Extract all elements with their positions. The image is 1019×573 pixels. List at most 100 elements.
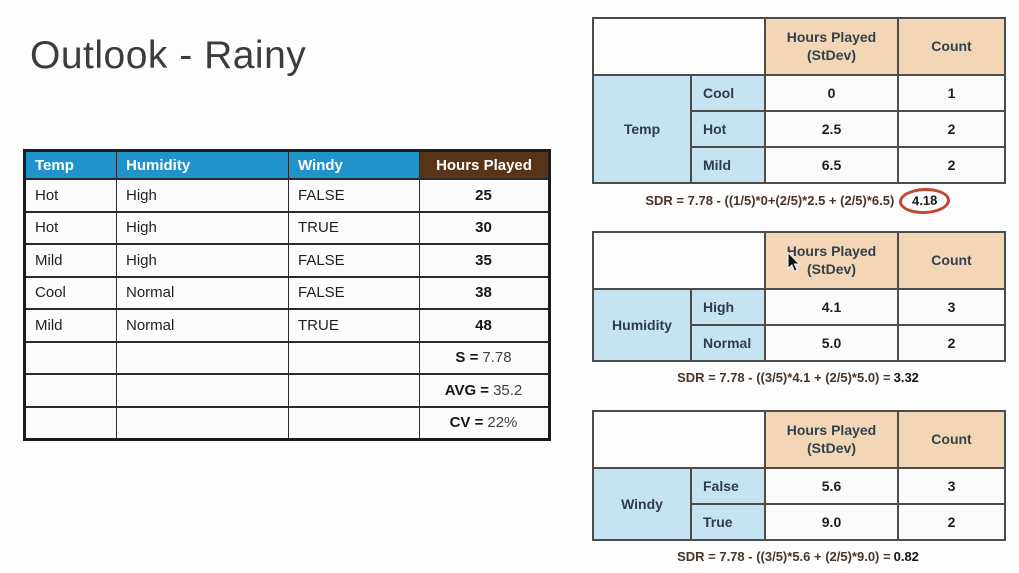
count-value-cell: 2 [897, 110, 1006, 148]
column-header: Temp [24, 149, 117, 180]
summary-cell: S =7.78 [419, 340, 550, 375]
stdev-column-header: Hours Played(StDev) [764, 410, 899, 469]
stdev-column-header: Hours Played(StDev) [764, 231, 899, 290]
table-cell: 48 [419, 308, 550, 343]
group-label-cell: Humidity [592, 288, 692, 362]
count-column-header: Count [897, 410, 1006, 469]
summary-row: CV =22% [24, 405, 550, 441]
sdr-result: 0.82 [893, 549, 919, 564]
breakdown-header-row: Hours Played(StDev)Count [592, 17, 1006, 76]
table-cell: 38 [419, 275, 550, 310]
summary-cell: AVG =35.2 [419, 373, 550, 408]
table-cell: FALSE [288, 243, 420, 278]
table-cell: Hot [24, 178, 117, 213]
count-column-header: Count [897, 231, 1006, 290]
table-cell: FALSE [288, 275, 420, 310]
category-label-cell: True [690, 503, 766, 541]
column-header: Hours Played [419, 149, 550, 180]
count-value-cell: 2 [897, 503, 1006, 541]
table-cell: TRUE [288, 308, 420, 343]
empty-cell [24, 373, 117, 408]
sdr-formula: SDR = 7.78 - ((1/5)*0+(2/5)*2.5 + (2/5)*… [645, 193, 895, 208]
summary-label: S = [455, 349, 479, 367]
stdev-header-line: Hours Played [786, 243, 877, 259]
stdev-header-line: (StDev) [806, 260, 856, 277]
count-value-cell: 2 [897, 324, 1006, 362]
empty-header-cell [592, 17, 766, 76]
empty-cell [116, 340, 289, 375]
table-cell: Mild [24, 243, 117, 278]
stdev-value-cell: 4.1 [764, 288, 899, 326]
summary-value: 35.2 [493, 381, 523, 399]
count-value-cell: 1 [897, 74, 1006, 112]
summary-value: 7.78 [482, 349, 512, 367]
table-cell: 35 [419, 243, 550, 278]
empty-cell [288, 373, 420, 408]
group-label-cell: Temp [592, 74, 692, 184]
empty-cell [24, 405, 117, 441]
stdev-value-cell: 9.0 [764, 503, 899, 541]
table-cell: High [116, 178, 289, 213]
sdr-formula-line: SDR = 7.78 - ((3/5)*5.6 + (2/5)*9.0) =0.… [592, 549, 1004, 564]
table-cell: Hot [24, 210, 117, 245]
table-cell: High [116, 210, 289, 245]
sdr-formula-line: SDR = 7.78 - ((1/5)*0+(2/5)*2.5 + (2/5)*… [592, 187, 1004, 215]
sdr-formula-line: SDR = 7.78 - ((3/5)*4.1 + (2/5)*5.0) =3.… [592, 370, 1004, 385]
empty-cell [116, 405, 289, 441]
category-label-cell: Cool [690, 74, 766, 112]
empty-header-cell [592, 231, 766, 290]
empty-header-cell [592, 410, 766, 469]
category-label-cell: Hot [690, 110, 766, 148]
stdev-column-header: Hours Played(StDev) [764, 17, 899, 76]
count-value-cell: 3 [897, 467, 1006, 505]
count-value-cell: 3 [897, 288, 1006, 326]
table-cell: 25 [419, 178, 550, 213]
sdr-result: 3.32 [893, 370, 919, 385]
group-label-cell: Windy [592, 467, 692, 541]
stdev-value-cell: 0 [764, 74, 899, 112]
sdr-formula: SDR = 7.78 - ((3/5)*5.6 + (2/5)*9.0) = [677, 549, 891, 564]
stdev-value-cell: 5.6 [764, 467, 899, 505]
sdr-formula: SDR = 7.78 - ((3/5)*4.1 + (2/5)*5.0) = [677, 370, 891, 385]
count-column-header: Count [897, 17, 1006, 76]
summary-row: AVG =35.2 [24, 373, 550, 408]
stdev-header-line: Hours Played [786, 29, 877, 45]
column-header: Windy [288, 149, 420, 180]
empty-cell [24, 340, 117, 375]
table-cell: Normal [116, 275, 289, 310]
empty-cell [116, 373, 289, 408]
summary-label: AVG = [444, 381, 490, 399]
stdev-value-cell: 5.0 [764, 324, 899, 362]
table-cell: Mild [24, 308, 117, 343]
stdev-header-line: Hours Played [786, 422, 877, 438]
page-title: Outlook - Rainy [30, 34, 307, 77]
stdev-value-cell: 6.5 [764, 146, 899, 184]
stdev-header-line: (StDev) [806, 46, 856, 63]
sdr-result-highlighted: 4.18 [898, 187, 952, 215]
summary-value: 22% [487, 414, 518, 432]
breakdown-header-row: Hours Played(StDev)Count [592, 410, 1006, 469]
category-label-cell: High [690, 288, 766, 326]
table-cell: FALSE [288, 178, 420, 213]
mouse-cursor-icon [787, 252, 801, 273]
column-header: Humidity [116, 149, 289, 180]
summary-label: CV = [449, 414, 484, 432]
